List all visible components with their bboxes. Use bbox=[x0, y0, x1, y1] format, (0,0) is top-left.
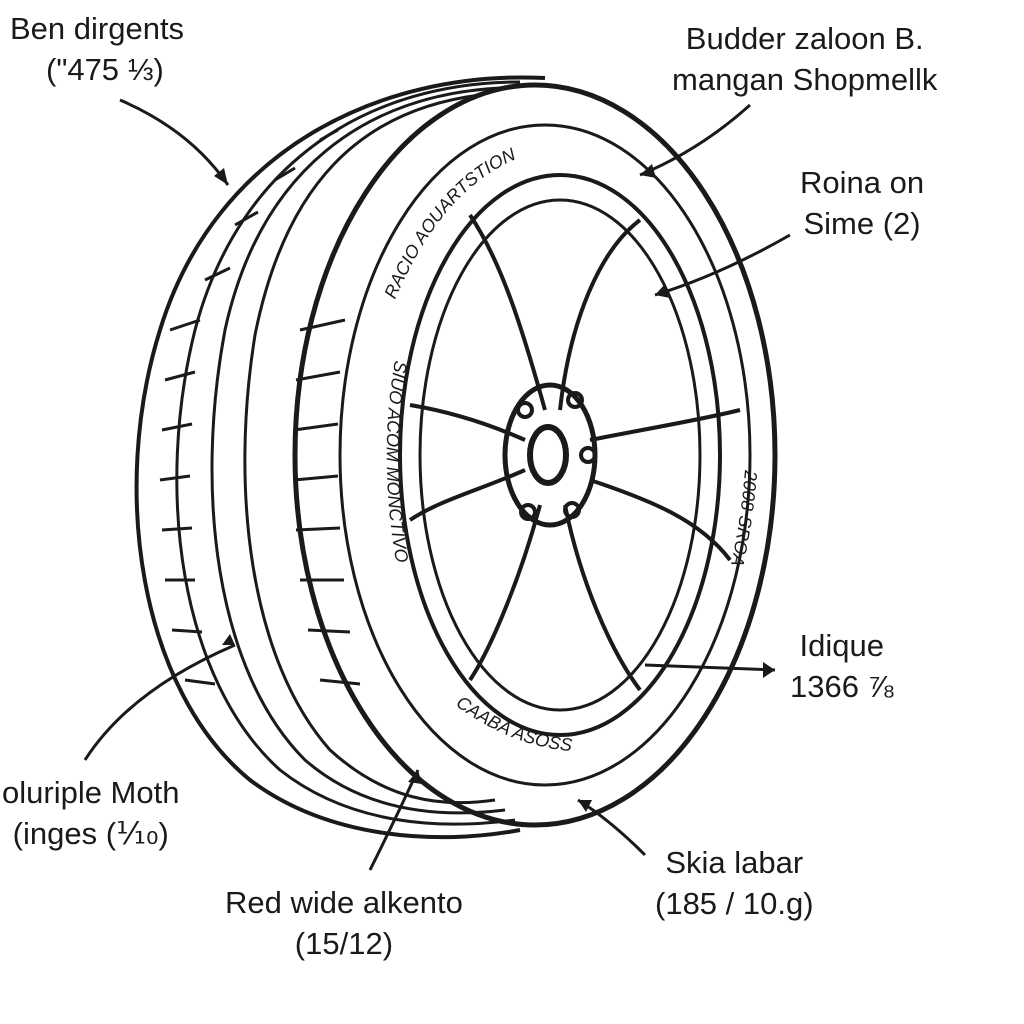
leader-top-right bbox=[639, 103, 752, 177]
callout-bottom-right: Skia labar (185 / 10.g) bbox=[655, 842, 814, 924]
callout-right-lower: Idique 1366 ⅞ bbox=[790, 625, 893, 707]
wheel-spokes bbox=[408, 213, 741, 692]
callout-right-upper-line1: Roina on bbox=[800, 165, 925, 200]
sidewall-text-right: 2008 SROA bbox=[727, 469, 761, 569]
callout-top-right: Budder zaloon B. mangan Shopmellk bbox=[672, 18, 937, 100]
callout-left-lower-line2: (inges (⅒) bbox=[12, 816, 169, 851]
svg-text:2008 SROA: 2008 SROA bbox=[727, 469, 761, 569]
tread-blocks bbox=[159, 128, 361, 686]
tread-groove bbox=[243, 93, 496, 805]
callout-bottom-right-line2: (185 / 10.g) bbox=[655, 886, 814, 921]
rim-outer bbox=[398, 173, 722, 737]
svg-text:SIUO ACOM MONCTIVO: SIUO ACOM MONCTIVO bbox=[383, 359, 412, 564]
callout-top-right-line2: mangan Shopmellk bbox=[672, 62, 938, 97]
callout-left-lower: oluriple Moth (inges (⅒) bbox=[2, 772, 179, 854]
callout-right-upper: Roina on Sime (2) bbox=[800, 162, 924, 244]
sidewall-text-left: SIUO ACOM MONCTIVO bbox=[383, 359, 412, 564]
callout-left-lower-line1: oluriple Moth bbox=[2, 775, 180, 810]
callout-right-lower-line1: Idique bbox=[799, 628, 884, 663]
callout-top-left: Ben dirgents ("475 ⅓) bbox=[10, 8, 184, 90]
callout-right-lower-line2: 1366 ⅞ bbox=[790, 669, 894, 704]
leader-lines bbox=[83, 98, 791, 871]
callout-top-left-line2: ("475 ⅓) bbox=[46, 52, 164, 87]
tire-sidewall-outer bbox=[292, 82, 778, 828]
leader-left-lower bbox=[83, 643, 236, 761]
callout-bottom-center-line2: (15/12) bbox=[294, 926, 394, 961]
callout-top-left-line1: Ben dirgents bbox=[10, 11, 185, 46]
leader-bottom-center bbox=[368, 769, 420, 871]
rim-inner bbox=[418, 198, 702, 712]
callout-bottom-right-line1: Skia labar bbox=[665, 845, 804, 880]
sidewall-text-bottom: CAABA ASOSS bbox=[453, 692, 573, 755]
leader-arrowheads bbox=[214, 164, 775, 812]
tread-back-edge bbox=[134, 75, 546, 840]
leader-top-left bbox=[119, 98, 230, 186]
callout-top-right-line1: Budder zaloon B. bbox=[685, 21, 924, 56]
leader-right-lower bbox=[644, 663, 776, 672]
tire-sidewall-inner bbox=[338, 123, 752, 787]
wheel-hub bbox=[502, 382, 598, 528]
callout-bottom-center-line1: Red wide alkento bbox=[225, 885, 463, 920]
svg-text:CAABA ASOSS: CAABA ASOSS bbox=[453, 692, 573, 755]
callout-right-upper-line2: Sime (2) bbox=[803, 206, 921, 241]
tread-groove bbox=[210, 86, 506, 815]
leader-right-upper bbox=[654, 233, 791, 297]
callout-bottom-center: Red wide alkento (15/12) bbox=[225, 882, 463, 964]
